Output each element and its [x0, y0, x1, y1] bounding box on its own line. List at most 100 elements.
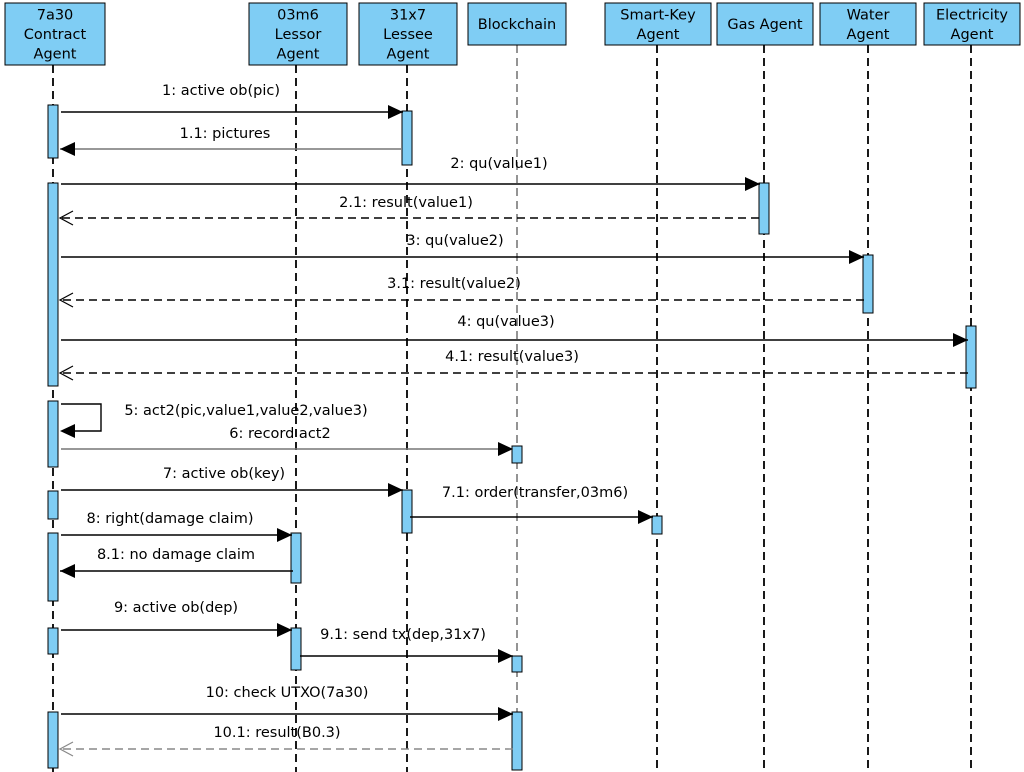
- participant-box-gas: [716, 2, 814, 46]
- activation-bar-contract: [47, 711, 59, 769]
- arrowhead: [498, 649, 513, 663]
- arrowhead: [498, 442, 513, 456]
- participant-label-water: Water: [847, 7, 890, 23]
- activation-bar-contract: [47, 532, 59, 602]
- message-label: 3: qu(value2): [406, 233, 503, 249]
- arrowhead: [638, 510, 653, 524]
- message-label: 9: active ob(dep): [114, 600, 238, 616]
- arrowhead: [388, 483, 403, 497]
- arrowhead: [849, 250, 864, 264]
- participant-label-contract: 7a30: [37, 8, 74, 24]
- lifelines: [52, 45, 972, 772]
- arrowhead: [58, 741, 74, 757]
- arrowhead: [277, 623, 292, 637]
- message-m1: 1: active ob(pic): [61, 83, 403, 119]
- arrowhead: [388, 105, 403, 119]
- message-m3: 3: qu(value2): [61, 233, 864, 264]
- message-m5: 5: act2(pic,value1,value2,value3): [60, 403, 368, 438]
- message-m1-1: 1.1: pictures: [60, 126, 401, 156]
- message-label: 10.1: result(B0.3): [213, 725, 340, 741]
- activation-bar-lessor: [290, 532, 302, 584]
- activation-bar-lessee: [401, 110, 413, 166]
- message-label: 8: right(damage claim): [87, 511, 254, 527]
- participant-label-contract: Agent: [34, 47, 77, 63]
- participant-label-electricity: Agent: [951, 27, 994, 43]
- participant-label-water: Agent: [847, 27, 890, 43]
- participant-label-blockchain: Blockchain: [478, 17, 556, 33]
- arrowhead: [58, 365, 74, 381]
- activation-bar-blockchain: [511, 711, 523, 771]
- participant-label-electricity: Electricity: [936, 7, 1008, 23]
- participant-label-gas: Gas Agent: [727, 17, 803, 33]
- arrowhead: [58, 210, 74, 226]
- participant-box-lessee: [358, 2, 458, 66]
- message-m10-1: 10.1: result(B0.3): [58, 725, 513, 757]
- arrowhead: [277, 528, 292, 542]
- arrowhead: [60, 142, 75, 156]
- participant-box-smartkey: [604, 2, 712, 46]
- participants: 7a30ContractAgent03m6LessorAgent31x7Less…: [4, 2, 1021, 66]
- message-m9: 9: active ob(dep): [61, 600, 292, 637]
- participant-box-water: [819, 2, 917, 46]
- message-m10: 10: check UTXO(7a30): [61, 685, 513, 721]
- message-m9-1: 9.1: send tx(dep,31x7): [300, 627, 513, 663]
- activation-bar-contract: [47, 627, 59, 655]
- activation-bar-blockchain: [511, 655, 523, 673]
- participant-label-lessee: 31x7: [390, 8, 426, 24]
- activation-bar-contract: [47, 182, 59, 387]
- message-label: 7: active ob(key): [163, 466, 285, 482]
- arrowhead: [60, 424, 75, 438]
- message-label: 1: active ob(pic): [162, 83, 280, 99]
- participant-label-lessor: Lessor: [275, 27, 322, 43]
- message-m6: 6: record act2: [61, 426, 513, 456]
- participant-label-smartkey: Agent: [637, 27, 680, 43]
- message-label: 1.1: pictures: [180, 126, 271, 142]
- activation-bar-contract: [47, 400, 59, 468]
- activation-bar-blockchain: [511, 445, 523, 464]
- participant-gas: Gas Agent: [716, 2, 814, 46]
- activation-bar-lessee: [401, 489, 413, 534]
- activation-bar-gas: [758, 182, 770, 235]
- message-label: 5: act2(pic,value1,value2,value3): [124, 403, 367, 419]
- message-label: 7.1: order(transfer,03m6): [442, 485, 628, 501]
- message-m4-1: 4.1: result(value3): [58, 349, 968, 381]
- participant-box-lessor: [248, 2, 348, 66]
- participant-box-blockchain: [467, 2, 567, 46]
- message-label: 8.1: no damage claim: [97, 547, 255, 563]
- message-label: 9.1: send tx(dep,31x7): [320, 627, 486, 643]
- activation-bar-smartkey: [651, 515, 663, 535]
- message-label: 4: qu(value3): [457, 314, 554, 330]
- message-line: [61, 403, 102, 432]
- message-label: 4.1: result(value3): [445, 349, 579, 365]
- message-m2-1: 2.1: result(value1): [58, 195, 759, 226]
- participant-box-electricity: [923, 2, 1021, 46]
- participant-box-contract: [4, 2, 106, 66]
- activation-bar-water: [862, 254, 874, 314]
- message-label: 3.1: result(value2): [387, 276, 521, 292]
- messages: 1: active ob(pic) 1.1: pictures 2: qu(valu…: [58, 83, 968, 757]
- activation-bars: [47, 104, 977, 771]
- message-label: 10: check UTXO(7a30): [206, 685, 369, 701]
- participant-label-lessee: Lessee: [383, 27, 433, 43]
- message-label: 6: record act2: [229, 426, 330, 442]
- activation-bar-lessor: [290, 627, 302, 671]
- arrowhead: [60, 564, 75, 578]
- message-m3-1: 3.1: result(value2): [58, 276, 864, 308]
- message-m2: 2: qu(value1): [61, 156, 760, 191]
- participant-label-smartkey: Smart-Key: [620, 7, 696, 23]
- message-m7-1: 7.1: order(transfer,03m6): [410, 485, 653, 524]
- participant-label-contract: Contract: [24, 27, 87, 43]
- participant-label-lessor: 03m6: [277, 8, 319, 24]
- activation-bar-contract: [47, 104, 59, 159]
- message-m7: 7: active ob(key): [61, 466, 403, 497]
- participant-label-lessee: Agent: [387, 47, 430, 63]
- message-m4: 4: qu(value3): [61, 314, 968, 347]
- message-label: 2: qu(value1): [450, 156, 547, 172]
- participant-blockchain: Blockchain: [467, 2, 567, 46]
